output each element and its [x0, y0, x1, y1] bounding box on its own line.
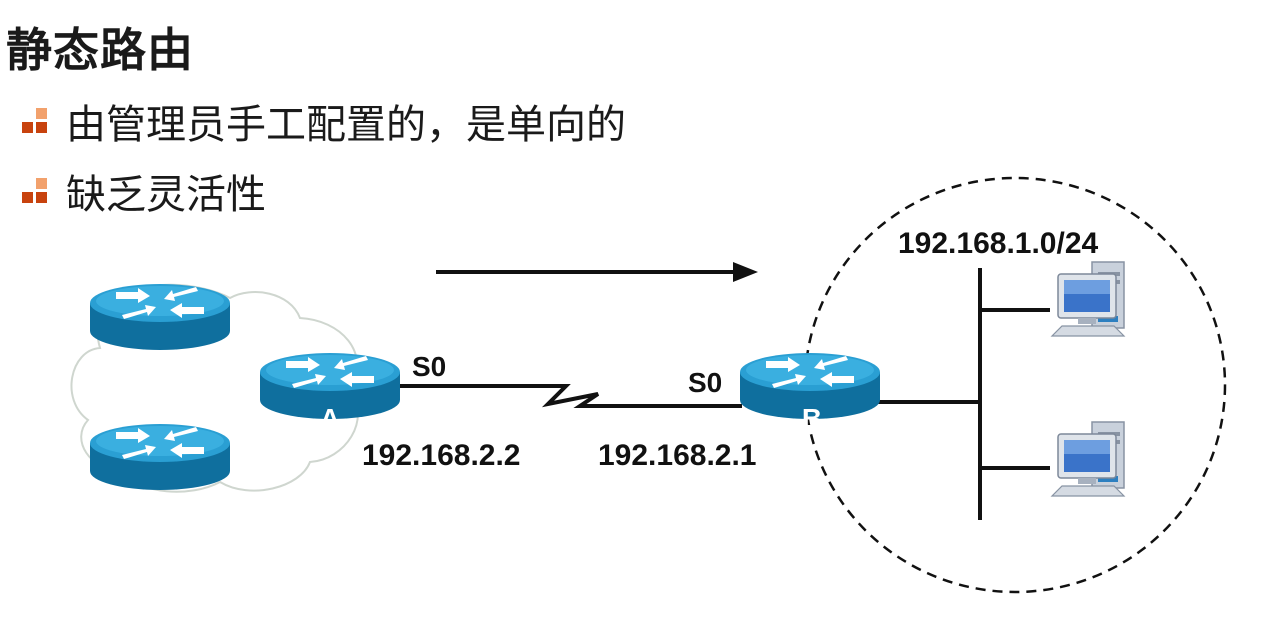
router-b-interface: S0: [688, 367, 722, 398]
orange-square-bullet-icon: [22, 178, 47, 203]
router-icon: [90, 424, 230, 490]
cloud-outline-icon: [70, 283, 359, 493]
router-a-ip: 192.168.2.2: [362, 439, 520, 472]
router-b-ip: 192.168.2.1: [598, 439, 756, 472]
direction-arrow-icon: [436, 262, 758, 282]
slide-title: 静态路由: [6, 23, 194, 77]
computer-icon: [1051, 421, 1125, 497]
orange-square-bullet-icon: [22, 108, 47, 133]
router-b-label: B: [802, 403, 822, 434]
bullet-item-2: 缺乏灵活性: [22, 162, 266, 220]
bullet-item-1: 由管理员手工配置的，是单向的: [22, 92, 626, 150]
serial-link: [398, 384, 742, 408]
router-a-interface: S0: [412, 351, 446, 382]
bullet-text-2: 缺乏灵活性: [66, 172, 266, 218]
computer-icon: [1051, 261, 1125, 337]
router-icon: [90, 284, 230, 350]
router-a-label: A: [320, 403, 340, 434]
network-address-label: 192.168.1.0/24: [898, 227, 1099, 260]
bullet-text-1: 由管理员手工配置的，是单向的: [66, 102, 626, 148]
